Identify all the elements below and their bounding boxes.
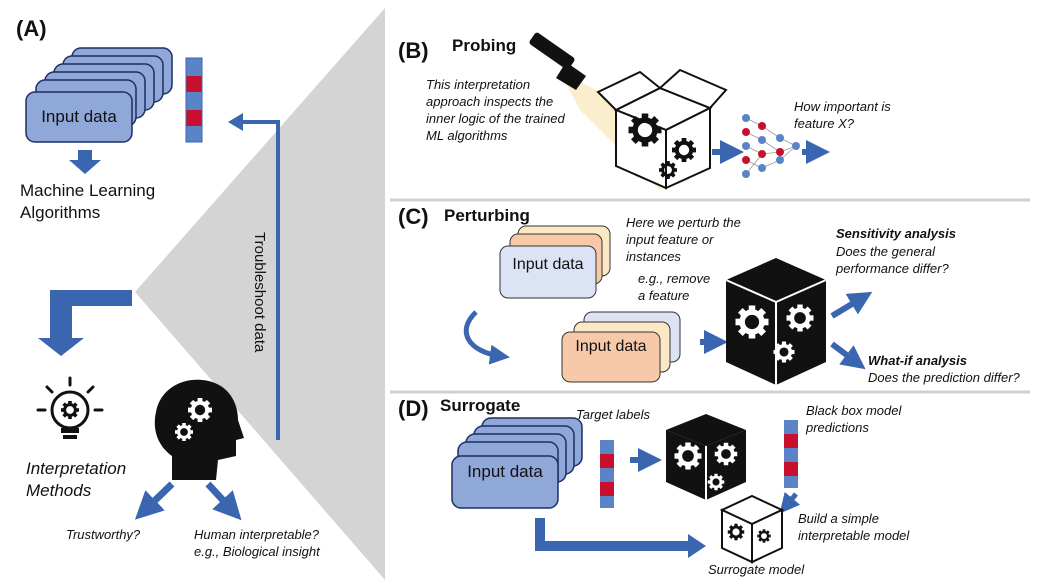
whatif-question: Does the prediction differ?: [868, 370, 1020, 385]
arrow-whatif: [830, 341, 866, 370]
arrow-input-to-surrogate: [535, 518, 690, 551]
elbow-arrow: [38, 290, 132, 356]
panel-a-input-stack: [25, 47, 173, 143]
surrogate-title: Surrogate: [440, 396, 521, 415]
perturbing-title: Perturbing: [444, 206, 530, 225]
arrow-down-to-ml: [69, 150, 101, 174]
interpretation-methods-label: Interpretation Methods: [26, 459, 127, 500]
build-simple-text: Build a simple interpretable model: [798, 511, 910, 543]
arrow-trustworthy: [134, 481, 175, 520]
arrow-input-to-surrogate-head: [688, 534, 706, 558]
input-data-label: Input data: [41, 107, 117, 126]
panel-d-input-stack: [451, 417, 583, 509]
probing-title: Probing: [452, 36, 517, 55]
arrow-human: [205, 481, 242, 521]
feature-question: How important is feature X?: [794, 99, 891, 131]
surrogate-box-icon: [719, 494, 785, 564]
arrow-predictions-to-surrogate: [779, 491, 801, 514]
troubleshoot-arrowhead: [228, 113, 243, 131]
panel-a-label: (A): [16, 16, 47, 41]
perturbing-example: e.g., remove a feature: [638, 271, 711, 303]
trustworthy-label: Trustworthy?: [66, 527, 141, 542]
human-interpretable-label: Human interpretable?: [194, 527, 320, 542]
troubleshoot-arrow: [240, 120, 280, 440]
target-labels-bar: [600, 440, 614, 508]
black-box-icon-d: [666, 414, 746, 500]
perspective-triangle: [135, 8, 385, 580]
perturbing-description: Here we perturb the input feature or ins…: [626, 215, 741, 264]
curved-arrow: [463, 310, 510, 365]
black-box-icon-c: [725, 258, 827, 385]
ml-algorithms-label: Machine Learning Algorithms: [20, 181, 156, 222]
arrow-sensitivity: [830, 291, 873, 319]
perturb-card-2-text: Input data: [575, 338, 647, 355]
panel-c-input-stack-2: [561, 311, 681, 383]
bb-predictions-bar: [784, 420, 798, 488]
sensitivity-question: Does the general performance differ?: [836, 244, 949, 276]
target-labels-text: Target labels: [576, 407, 650, 422]
bio-insight-label: e.g., Biological insight: [194, 544, 320, 559]
panel-a-feature-bar: [185, 57, 203, 143]
neural-network-icon: [742, 114, 800, 178]
bb-predictions-text: Black box model predictions: [806, 403, 902, 435]
lightbulb-icon: [36, 376, 104, 439]
whatif-title: What-if analysis: [868, 353, 967, 368]
open-box-icon: [596, 68, 728, 190]
panel-c-input-stack-1: [499, 225, 611, 299]
panel-b-label: (B): [398, 38, 429, 63]
troubleshoot-label: Troubleshoot data: [251, 232, 268, 353]
sensitivity-title: Sensitivity analysis: [836, 226, 956, 241]
panel-d-label: (D): [398, 396, 429, 421]
probing-description: This interpretation approach inspects th…: [426, 77, 565, 143]
panel-c-label: (C): [398, 204, 429, 229]
head-gears-icon: [154, 379, 244, 480]
surrogate-model-text: Surrogate model: [708, 562, 805, 577]
surrogate-input-data-text: Input data: [467, 462, 543, 481]
perturb-card-1-text: Input data: [512, 256, 584, 273]
